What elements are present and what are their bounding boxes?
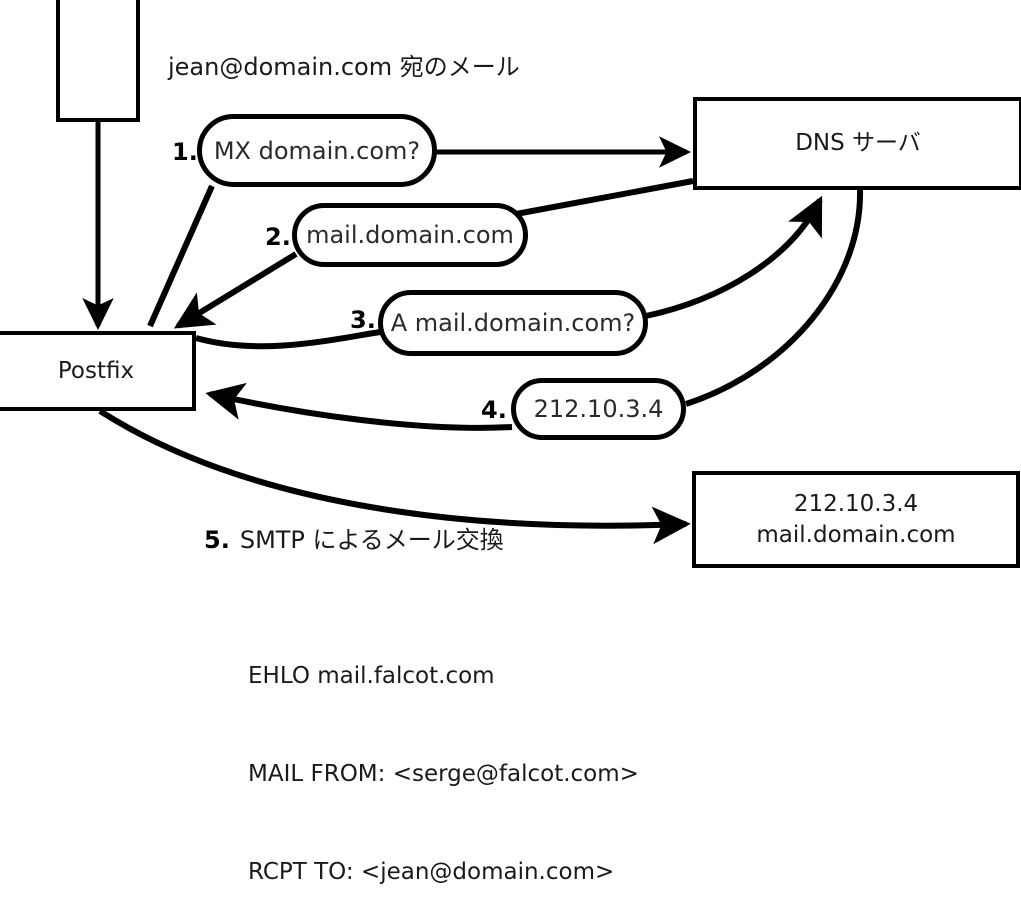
smtp-line: RCPT TO: <jean@domain.com> bbox=[248, 858, 615, 885]
step-5-label: SMTP によるメール交換 bbox=[239, 526, 504, 554]
connector-step3-to-dns bbox=[645, 195, 823, 319]
bubble-step-1-label: MX domain.com? bbox=[213, 136, 421, 165]
connector-dns-to-step4 bbox=[685, 189, 864, 407]
step-2-number: 2. bbox=[265, 223, 291, 251]
mail-destination-note: jean@domain.com 宛のメール bbox=[168, 53, 520, 81]
node-dns-server-label: DNS サーバ bbox=[795, 130, 921, 157]
step-4-number: 4. bbox=[481, 396, 507, 424]
step-5-caption: 5. SMTP によるメール交換 bbox=[204, 520, 504, 555]
smtp-transcript: EHLO mail.falcot.com MAIL FROM: <serge@f… bbox=[248, 595, 639, 919]
connector-step4-to-postfix bbox=[205, 382, 513, 431]
bubble-step-2-label: mail.domain.com bbox=[306, 221, 514, 249]
connector-postfix-to-step3 bbox=[195, 329, 381, 350]
node-postfix: Postfix bbox=[0, 331, 196, 411]
bubble-step-2: mail.domain.com bbox=[292, 203, 528, 267]
bubble-step-4-label: 212.10.3.4 bbox=[533, 395, 664, 423]
step-3-number: 3. bbox=[350, 306, 376, 334]
bubble-step-4: 212.10.3.4 bbox=[511, 378, 686, 440]
bubble-step-1: MX domain.com? bbox=[197, 114, 437, 187]
step-1-number: 1. bbox=[172, 138, 198, 166]
node-destination-ip: 212.10.3.4 bbox=[793, 491, 919, 518]
smtp-line: MAIL FROM: <serge@falcot.com> bbox=[248, 760, 639, 787]
connector-dns-to-step2 bbox=[515, 178, 694, 217]
node-postfix-label: Postfix bbox=[57, 357, 135, 384]
node-destination-mail-server: 212.10.3.4 mail.domain.com bbox=[692, 471, 1020, 568]
connector-postfix-to-mailserver bbox=[98, 408, 691, 545]
node-destination-hostname: mail.domain.com bbox=[756, 521, 956, 548]
node-mail-user-agent bbox=[56, 0, 140, 122]
smtp-line: EHLO mail.falcot.com bbox=[248, 663, 495, 690]
bubble-step-3-label: A mail.domain.com? bbox=[390, 309, 636, 337]
connector-step2-to-postfix bbox=[173, 251, 298, 329]
node-dns-server: DNS サーバ bbox=[693, 97, 1021, 190]
connector-step1-to-postfix bbox=[147, 184, 215, 328]
step-5-number: 5. bbox=[204, 526, 230, 554]
bubble-step-3: A mail.domain.com? bbox=[378, 290, 648, 356]
